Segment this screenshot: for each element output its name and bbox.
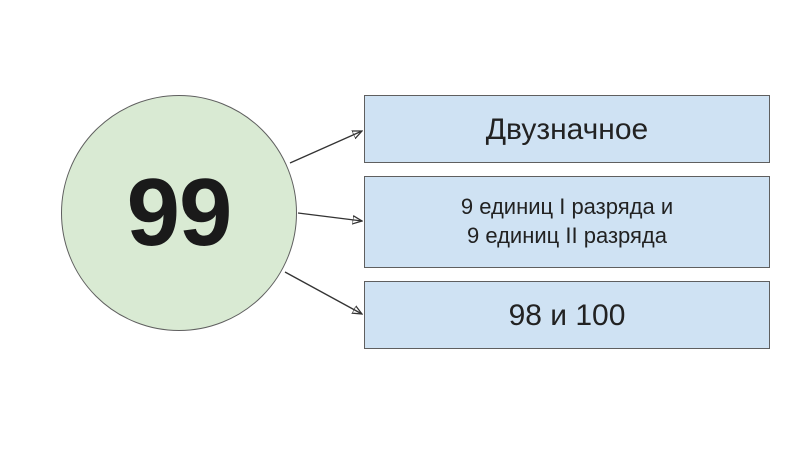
digit-count-text: Двузначное	[485, 112, 649, 146]
neighbors-box: 98 и 100	[364, 281, 770, 349]
neighbors-text: 98 и 100	[508, 298, 626, 332]
number-circle: 99	[61, 95, 297, 331]
center-number: 99	[126, 159, 233, 266]
digit-count-box: Двузначное	[364, 95, 770, 163]
place-value-box: 9 единиц I разряда и 9 единиц II разряда	[364, 176, 770, 268]
arrow-to-box-1	[289, 131, 362, 164]
arrow-to-box-3	[284, 271, 362, 314]
arrow-to-box-2	[297, 212, 362, 221]
place-value-line-1: 9 единиц I разряда и	[460, 194, 674, 220]
place-value-line-2: 9 единиц II разряда	[467, 223, 667, 248]
